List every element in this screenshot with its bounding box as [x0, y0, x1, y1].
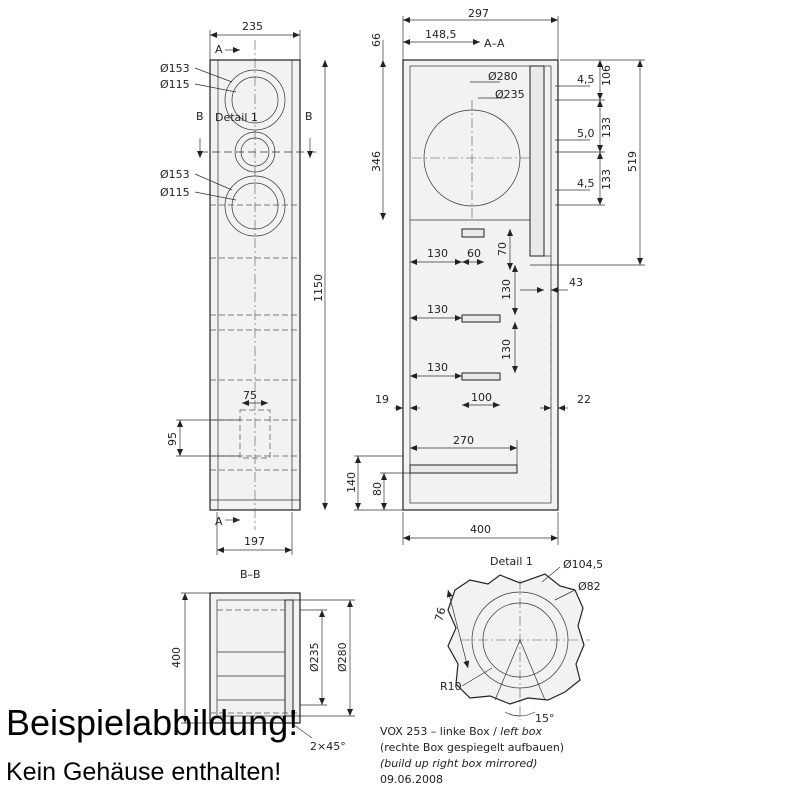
note-line-2: (rechte Box gespiegelt aufbauen)	[380, 741, 565, 754]
banner-example-image: Beispielabbildung!	[6, 702, 299, 743]
brace-spacing-1: 130	[500, 279, 513, 300]
chamber-outer-dia: Ø280	[488, 70, 518, 83]
detail-inner-dia: Ø82	[578, 580, 601, 593]
lower-inner-dia: Ø115	[160, 186, 190, 199]
section-b-right: B	[305, 110, 313, 123]
section-a-a: A–A 297 148,5 66 346 Ø280 Ø235 106 133 1…	[345, 7, 645, 545]
banner-no-enclosure: Kein Gehäuse enthalten!	[6, 758, 282, 786]
note-date: 09.06.2008	[380, 773, 443, 786]
front-width: 235	[242, 20, 263, 33]
brace-spacing-2: 130	[500, 339, 513, 360]
chamber-346: 346	[370, 151, 383, 172]
chamber-inner-dia: Ø235	[495, 88, 525, 101]
dim-19: 19	[375, 393, 389, 406]
section-b-b: B–B 400 Ø235 Ø280 2×45°	[170, 568, 355, 753]
note-line-3: (build up right box mirrored)	[380, 757, 538, 770]
port-outline	[239, 409, 271, 459]
brace-3	[461, 372, 501, 381]
dim-106: 106	[600, 65, 613, 86]
brace1-width: 60	[467, 247, 481, 260]
note-line-1: VOX 253 – linke Box / left box	[380, 724, 542, 740]
bb-inner-dia: Ø235	[308, 642, 321, 672]
dim-80: 80	[371, 482, 384, 496]
detail-title: Detail 1	[490, 555, 533, 568]
depth-297: 297	[468, 7, 489, 20]
lower-driver-inner	[231, 182, 279, 230]
dim-133a: 133	[600, 117, 613, 138]
bb-height: 400	[170, 647, 183, 668]
detail-1: Detail 1 Ø104,5 Ø82 76 R10 15°	[432, 555, 603, 725]
dim-133b: 133	[600, 169, 613, 190]
detail-outer-dia: Ø104,5	[563, 558, 603, 571]
baffle-strip	[529, 65, 545, 257]
brace3-width: 100	[471, 391, 492, 404]
upper-outer-dia: Ø153	[160, 62, 190, 75]
lower-outer-dia: Ø153	[160, 168, 190, 181]
note-line-1-de: VOX 253 – linke Box /	[380, 725, 501, 738]
total-width-400: 400	[470, 523, 491, 536]
dim-5-0: 5,0	[577, 127, 595, 140]
upper-driver-inner	[231, 76, 279, 124]
brace-2	[461, 314, 501, 323]
front-bottom-width: 197	[244, 535, 265, 548]
port-height: 95	[166, 432, 179, 446]
brace3-offset: 130	[427, 361, 448, 374]
half-depth: 148,5	[425, 28, 457, 41]
brace2-offset: 130	[427, 303, 448, 316]
upper-driver-outer	[224, 69, 286, 131]
dim-4-5b: 4,5	[577, 177, 595, 190]
brace-1	[461, 228, 485, 238]
detail-radius: R10	[440, 680, 462, 693]
note-line-1-en: left box	[500, 725, 543, 738]
dim-140: 140	[345, 472, 358, 493]
dim-519: 519	[626, 151, 639, 172]
bb-chamfer: 2×45°	[310, 740, 346, 753]
front-view: 235 197 1150 75 95 Ø153 Ø115 Ø153 Ø115 D…	[160, 20, 328, 555]
dim-43: 43	[569, 276, 583, 289]
detail-outline	[447, 573, 585, 705]
detail-1-ref: Detail 1	[215, 111, 258, 124]
detail-dim-76: 76	[432, 606, 448, 623]
upper-inner-dia: Ø115	[160, 78, 190, 91]
section-a-bottom: A	[215, 515, 223, 528]
detail-angle: 15°	[535, 712, 555, 725]
section-a-top: A	[215, 43, 223, 56]
dim-22: 22	[577, 393, 591, 406]
top-gap-66: 66	[370, 33, 383, 47]
port-width: 75	[243, 389, 257, 402]
section-bb-title: B–B	[240, 568, 261, 581]
bottom-shelf	[409, 464, 518, 474]
brace1-height: 70	[496, 242, 509, 256]
section-aa-title: A–A	[484, 37, 505, 50]
section-b-left: B	[196, 110, 204, 123]
front-height: 1150	[312, 274, 325, 302]
bb-outer-dia: Ø280	[336, 642, 349, 672]
bottom-shelf-270: 270	[453, 434, 474, 447]
brace1-offset: 130	[427, 247, 448, 260]
lower-driver-outer	[224, 175, 286, 237]
dim-4-5a: 4,5	[577, 73, 595, 86]
